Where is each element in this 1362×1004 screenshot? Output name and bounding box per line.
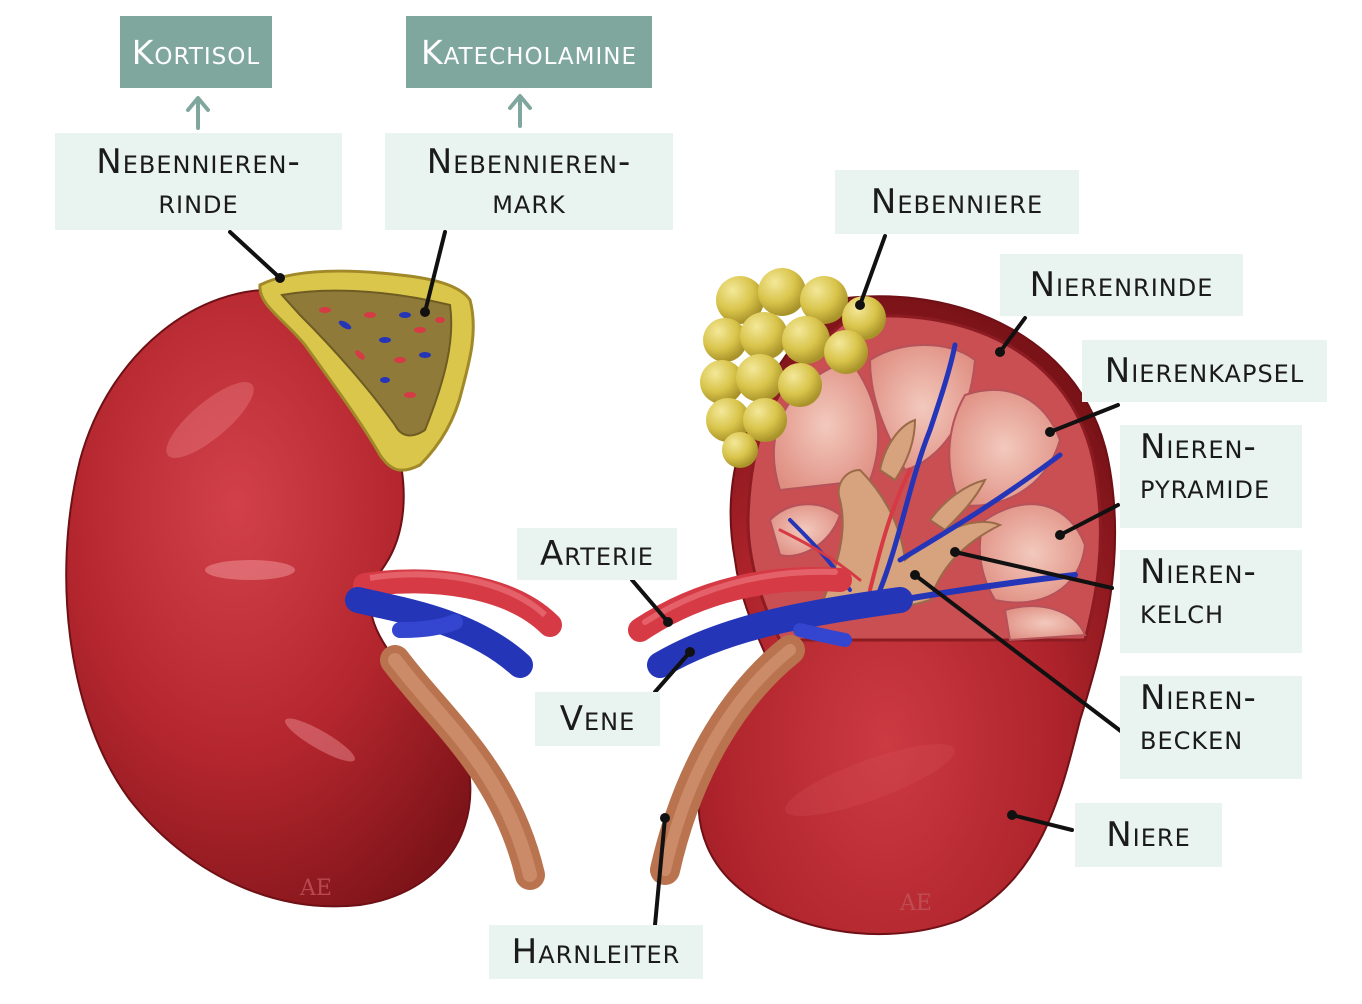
- label-nierenbecken: Nieren- becken: [1120, 676, 1302, 779]
- nierenpyramide-line2: pyramide: [1140, 467, 1271, 507]
- nierenrinde-text: Nierenrinde: [1029, 265, 1214, 305]
- nebennierenrinde-line2: rinde: [158, 181, 239, 222]
- leader-niere: [1010, 813, 1074, 832]
- kortisol-text: Kortisol: [131, 32, 261, 72]
- leader-nierenbecken: [913, 573, 1124, 734]
- label-harnleiter: Harnleiter: [489, 925, 703, 979]
- leader-nierenrinde: [998, 316, 1027, 354]
- leader-nierenpyramide: [1058, 503, 1120, 537]
- left-hilum-vessels: [345, 569, 562, 890]
- right-kidney: AE: [697, 295, 1117, 936]
- label-nebennierenrinde: Nebennieren- rinde: [55, 133, 342, 230]
- hormone-arrows: [186, 94, 532, 130]
- label-arterie: Arterie: [517, 528, 677, 580]
- leader-nebennierenmark: [423, 230, 447, 314]
- leader-dots: [275, 273, 1065, 823]
- nierenkelch-line1: Nieren-: [1140, 552, 1257, 592]
- katecholamine-text: Katecholamine: [420, 32, 638, 72]
- label-katecholamine: Katecholamine: [406, 16, 652, 88]
- leader-nebenniere: [858, 234, 887, 307]
- right-adrenal-gland: [700, 268, 886, 468]
- left-adrenal-gland: [258, 269, 475, 472]
- nebennierenmark-line1: Nebennieren-: [426, 141, 632, 182]
- label-kortisol: Kortisol: [120, 16, 272, 88]
- arterie-text: Arterie: [540, 534, 654, 574]
- nebenniere-text: Nebenniere: [870, 182, 1044, 222]
- niere-text: Niere: [1106, 815, 1191, 855]
- leader-lines: [228, 230, 1124, 927]
- nebennierenmark-line2: mark: [492, 181, 566, 222]
- signature-left: AE: [299, 876, 332, 901]
- harnleiter-text: Harnleiter: [511, 932, 681, 972]
- label-niere: Niere: [1075, 803, 1222, 867]
- vene-text: Vene: [559, 699, 636, 739]
- nebennierenrinde-line1: Nebennieren-: [96, 141, 301, 182]
- nierenpyramide-line1: Nieren-: [1140, 427, 1257, 467]
- label-nierenkelch: Nieren- kelch: [1120, 550, 1302, 653]
- label-nebenniere: Nebenniere: [835, 170, 1079, 234]
- nierenbecken-line2: becken: [1140, 718, 1244, 758]
- nierenbecken-line1: Nieren-: [1140, 678, 1257, 718]
- nierenkapsel-text: Nierenkapsel: [1104, 351, 1305, 391]
- label-nierenkapsel: Nierenkapsel: [1082, 340, 1327, 402]
- signature-right: AE: [899, 891, 932, 916]
- leader-nierenkelch: [953, 550, 1114, 590]
- leader-nebennierenrinde: [228, 230, 282, 280]
- leader-nierenkapsel: [1048, 403, 1120, 434]
- label-nebennierenmark: Nebennieren- mark: [385, 133, 673, 230]
- leader-vene: [653, 650, 692, 694]
- label-vene: Vene: [535, 692, 660, 746]
- leader-harnleiter: [653, 816, 667, 927]
- leader-arterie: [630, 578, 670, 624]
- label-nierenrinde: Nierenrinde: [1000, 254, 1243, 316]
- left-kidney: AE: [65, 288, 472, 908]
- nierenkelch-line2: kelch: [1140, 592, 1225, 632]
- medulla-vessels: [319, 307, 445, 398]
- label-nierenpyramide: Nieren- pyramide: [1120, 425, 1302, 528]
